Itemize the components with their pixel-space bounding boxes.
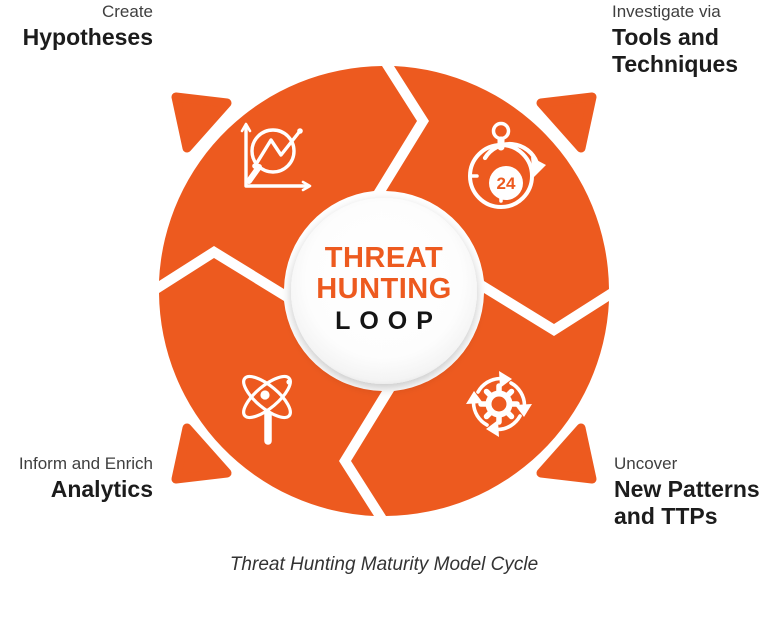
stage-kicker: Uncover — [614, 454, 678, 473]
stage-kicker: Investigate via — [612, 2, 721, 21]
center-disc — [291, 198, 477, 384]
stage-label-inform-enrich-analytics: Inform and Enrich Analytics — [0, 452, 153, 503]
cycle-arrows — [466, 371, 532, 437]
gear-cycle-icon — [466, 371, 532, 437]
stage-title: New Patterns and TTPs — [614, 476, 760, 529]
stage-kicker: Inform and Enrich — [18, 454, 153, 473]
stage-label-uncover-patterns: Uncover New Patterns and TTPs — [614, 452, 768, 530]
stage-title: Analytics — [50, 476, 153, 502]
center-line-loop: LOOP — [335, 307, 442, 335]
atom-magnifier-icon — [242, 374, 292, 445]
arrowhead — [531, 157, 546, 178]
center-label: THREAT HUNTING LOOP — [274, 243, 494, 337]
stage-title: Tools and Techniques — [612, 24, 739, 77]
stage-title: Hypotheses — [22, 24, 153, 50]
stage-kicker: Create — [101, 2, 153, 21]
center-line-threat: THREAT — [324, 242, 444, 274]
stopwatch-24-label: 24 — [497, 174, 516, 193]
stopwatch-24-icon: 24 — [468, 121, 546, 209]
stage-label-create-hypotheses: Create Hypotheses — [0, 0, 153, 51]
diagram-caption: Threat Hunting Maturity Model Cycle — [229, 554, 539, 575]
chart-magnifier-icon — [240, 122, 312, 192]
stage-label-investigate-tools: Investigate via Tools and Techniques — [612, 0, 764, 78]
center-line-hunting: HUNTING — [316, 273, 452, 305]
